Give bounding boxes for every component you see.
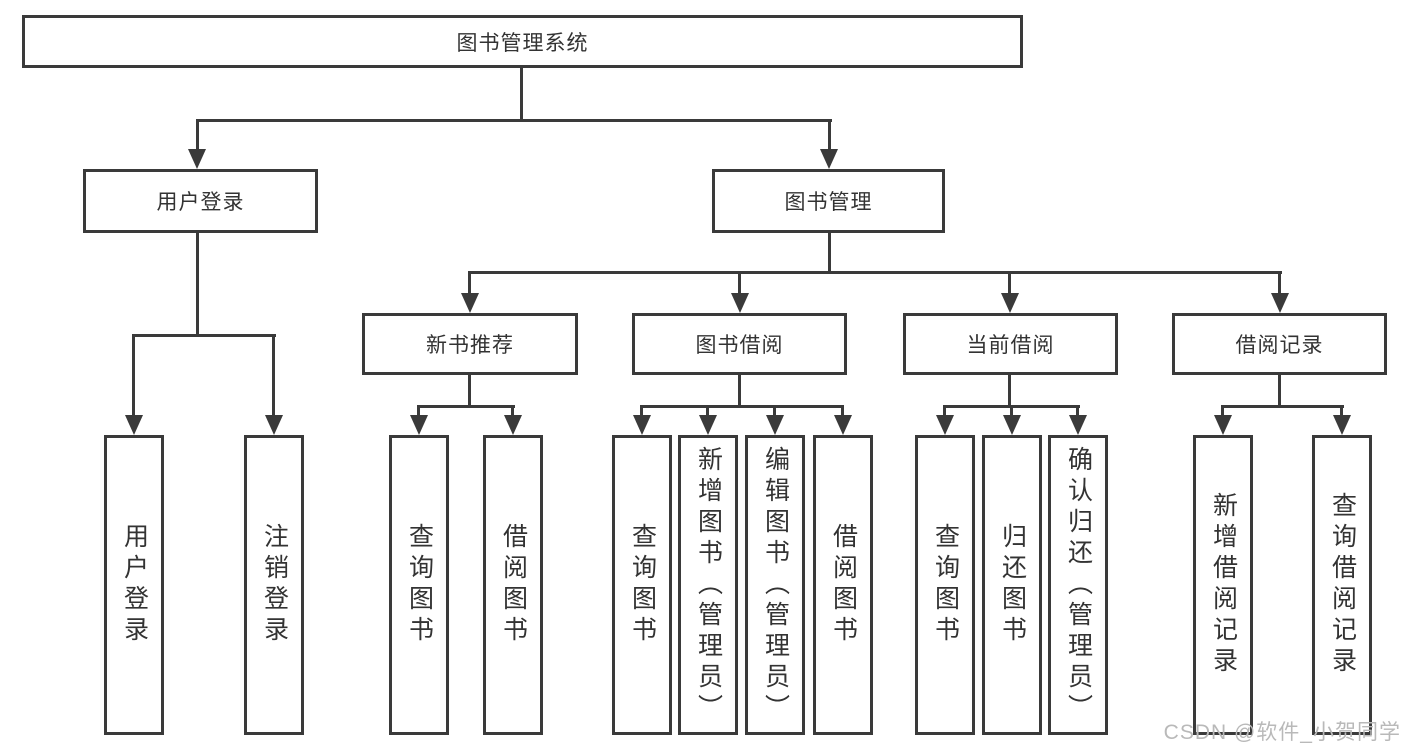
leaf-logout: 注销登录 [244, 435, 304, 735]
edge-bm-stem-book-borrowing [738, 271, 741, 295]
csdn-watermark: CSDN @软件_小贺同学 [1163, 721, 1401, 744]
edge-borrowing-records-stem-1 [1221, 405, 1224, 417]
arrowhead-icon [820, 149, 838, 169]
edge-bm-stem-borrowing-records [1278, 271, 1281, 295]
arrowhead-icon [1069, 415, 1087, 435]
arrowhead-icon [1333, 415, 1351, 435]
edge-new-book-stem-2 [511, 405, 514, 417]
leaf-borrow-add-books-admin: 新增图书（管理员） [678, 435, 738, 735]
edge-borrowing-records-trunk [1278, 375, 1281, 408]
node-current-borrowing: 当前借阅 [903, 313, 1118, 375]
edge-current-borrowing-stem-3 [1076, 405, 1079, 417]
leaf-recommend-query-books: 查询图书 [389, 435, 449, 735]
arrowhead-icon [125, 415, 143, 435]
arrowhead-icon [699, 415, 717, 435]
arrowhead-icon [1214, 415, 1232, 435]
leaf-borrow-borrow-books: 借阅图书 [813, 435, 873, 735]
edge-borrowing-records-stem-2 [1340, 405, 1343, 417]
edge-user-login-stem-1 [132, 334, 135, 417]
edge-book-management-rail [469, 271, 1282, 274]
edge-root-trunk [520, 67, 523, 122]
arrowhead-icon [936, 415, 954, 435]
edge-current-borrowing-stem-1 [943, 405, 946, 417]
edge-root-stem-user-login [196, 119, 199, 152]
edge-user-login-stem-2 [272, 334, 275, 417]
edge-new-book-stem-1 [417, 405, 420, 417]
leaf-current-query-books: 查询图书 [915, 435, 975, 735]
leaf-borrow-edit-books-admin: 编辑图书（管理员） [745, 435, 805, 735]
arrowhead-icon [834, 415, 852, 435]
node-user-login: 用户登录 [83, 169, 318, 233]
edge-root-stem-book-management [828, 119, 831, 152]
node-borrowing-records: 借阅记录 [1172, 313, 1387, 375]
edge-current-borrowing-trunk [1008, 375, 1011, 408]
arrowhead-icon [766, 415, 784, 435]
edge-book-borrowing-rail [640, 405, 844, 408]
edge-user-login-trunk [196, 233, 199, 337]
edge-book-borrowing-stem-2 [706, 405, 709, 417]
edge-user-login-rail [133, 334, 276, 337]
leaf-current-confirm-return-admin: 确认归还（管理员） [1048, 435, 1108, 735]
arrowhead-icon [1001, 293, 1019, 313]
arrowhead-icon [188, 149, 206, 169]
edge-book-management-trunk [828, 233, 831, 274]
arrowhead-icon [731, 293, 749, 313]
leaf-recommend-borrow-books: 借阅图书 [483, 435, 543, 735]
arrowhead-icon [504, 415, 522, 435]
edge-book-borrowing-stem-4 [841, 405, 844, 417]
edge-new-book-trunk [468, 375, 471, 408]
edge-book-borrowing-stem-1 [640, 405, 643, 417]
node-new-book-recommend: 新书推荐 [362, 313, 578, 375]
arrowhead-icon [265, 415, 283, 435]
edge-root-rail [196, 119, 832, 122]
arrowhead-icon [410, 415, 428, 435]
leaf-current-return-books: 归还图书 [982, 435, 1042, 735]
arrowhead-icon [1271, 293, 1289, 313]
node-book-management: 图书管理 [712, 169, 945, 233]
node-book-borrowing: 图书借阅 [632, 313, 847, 375]
leaf-borrow-query-books: 查询图书 [612, 435, 672, 735]
edge-borrowing-records-rail [1221, 405, 1344, 408]
edge-bm-stem-new-book [468, 271, 471, 295]
node-library-system: 图书管理系统 [22, 15, 1023, 68]
arrowhead-icon [461, 293, 479, 313]
leaf-records-add-record: 新增借阅记录 [1193, 435, 1253, 735]
edge-book-borrowing-stem-3 [773, 405, 776, 417]
edge-book-borrowing-trunk [738, 375, 741, 408]
edge-current-borrowing-stem-2 [1010, 405, 1013, 417]
edge-new-book-rail [417, 405, 515, 408]
arrowhead-icon [1003, 415, 1021, 435]
leaf-records-query-record: 查询借阅记录 [1312, 435, 1372, 735]
leaf-user-login: 用户登录 [104, 435, 164, 735]
edge-bm-stem-current-borrowing [1008, 271, 1011, 295]
arrowhead-icon [633, 415, 651, 435]
